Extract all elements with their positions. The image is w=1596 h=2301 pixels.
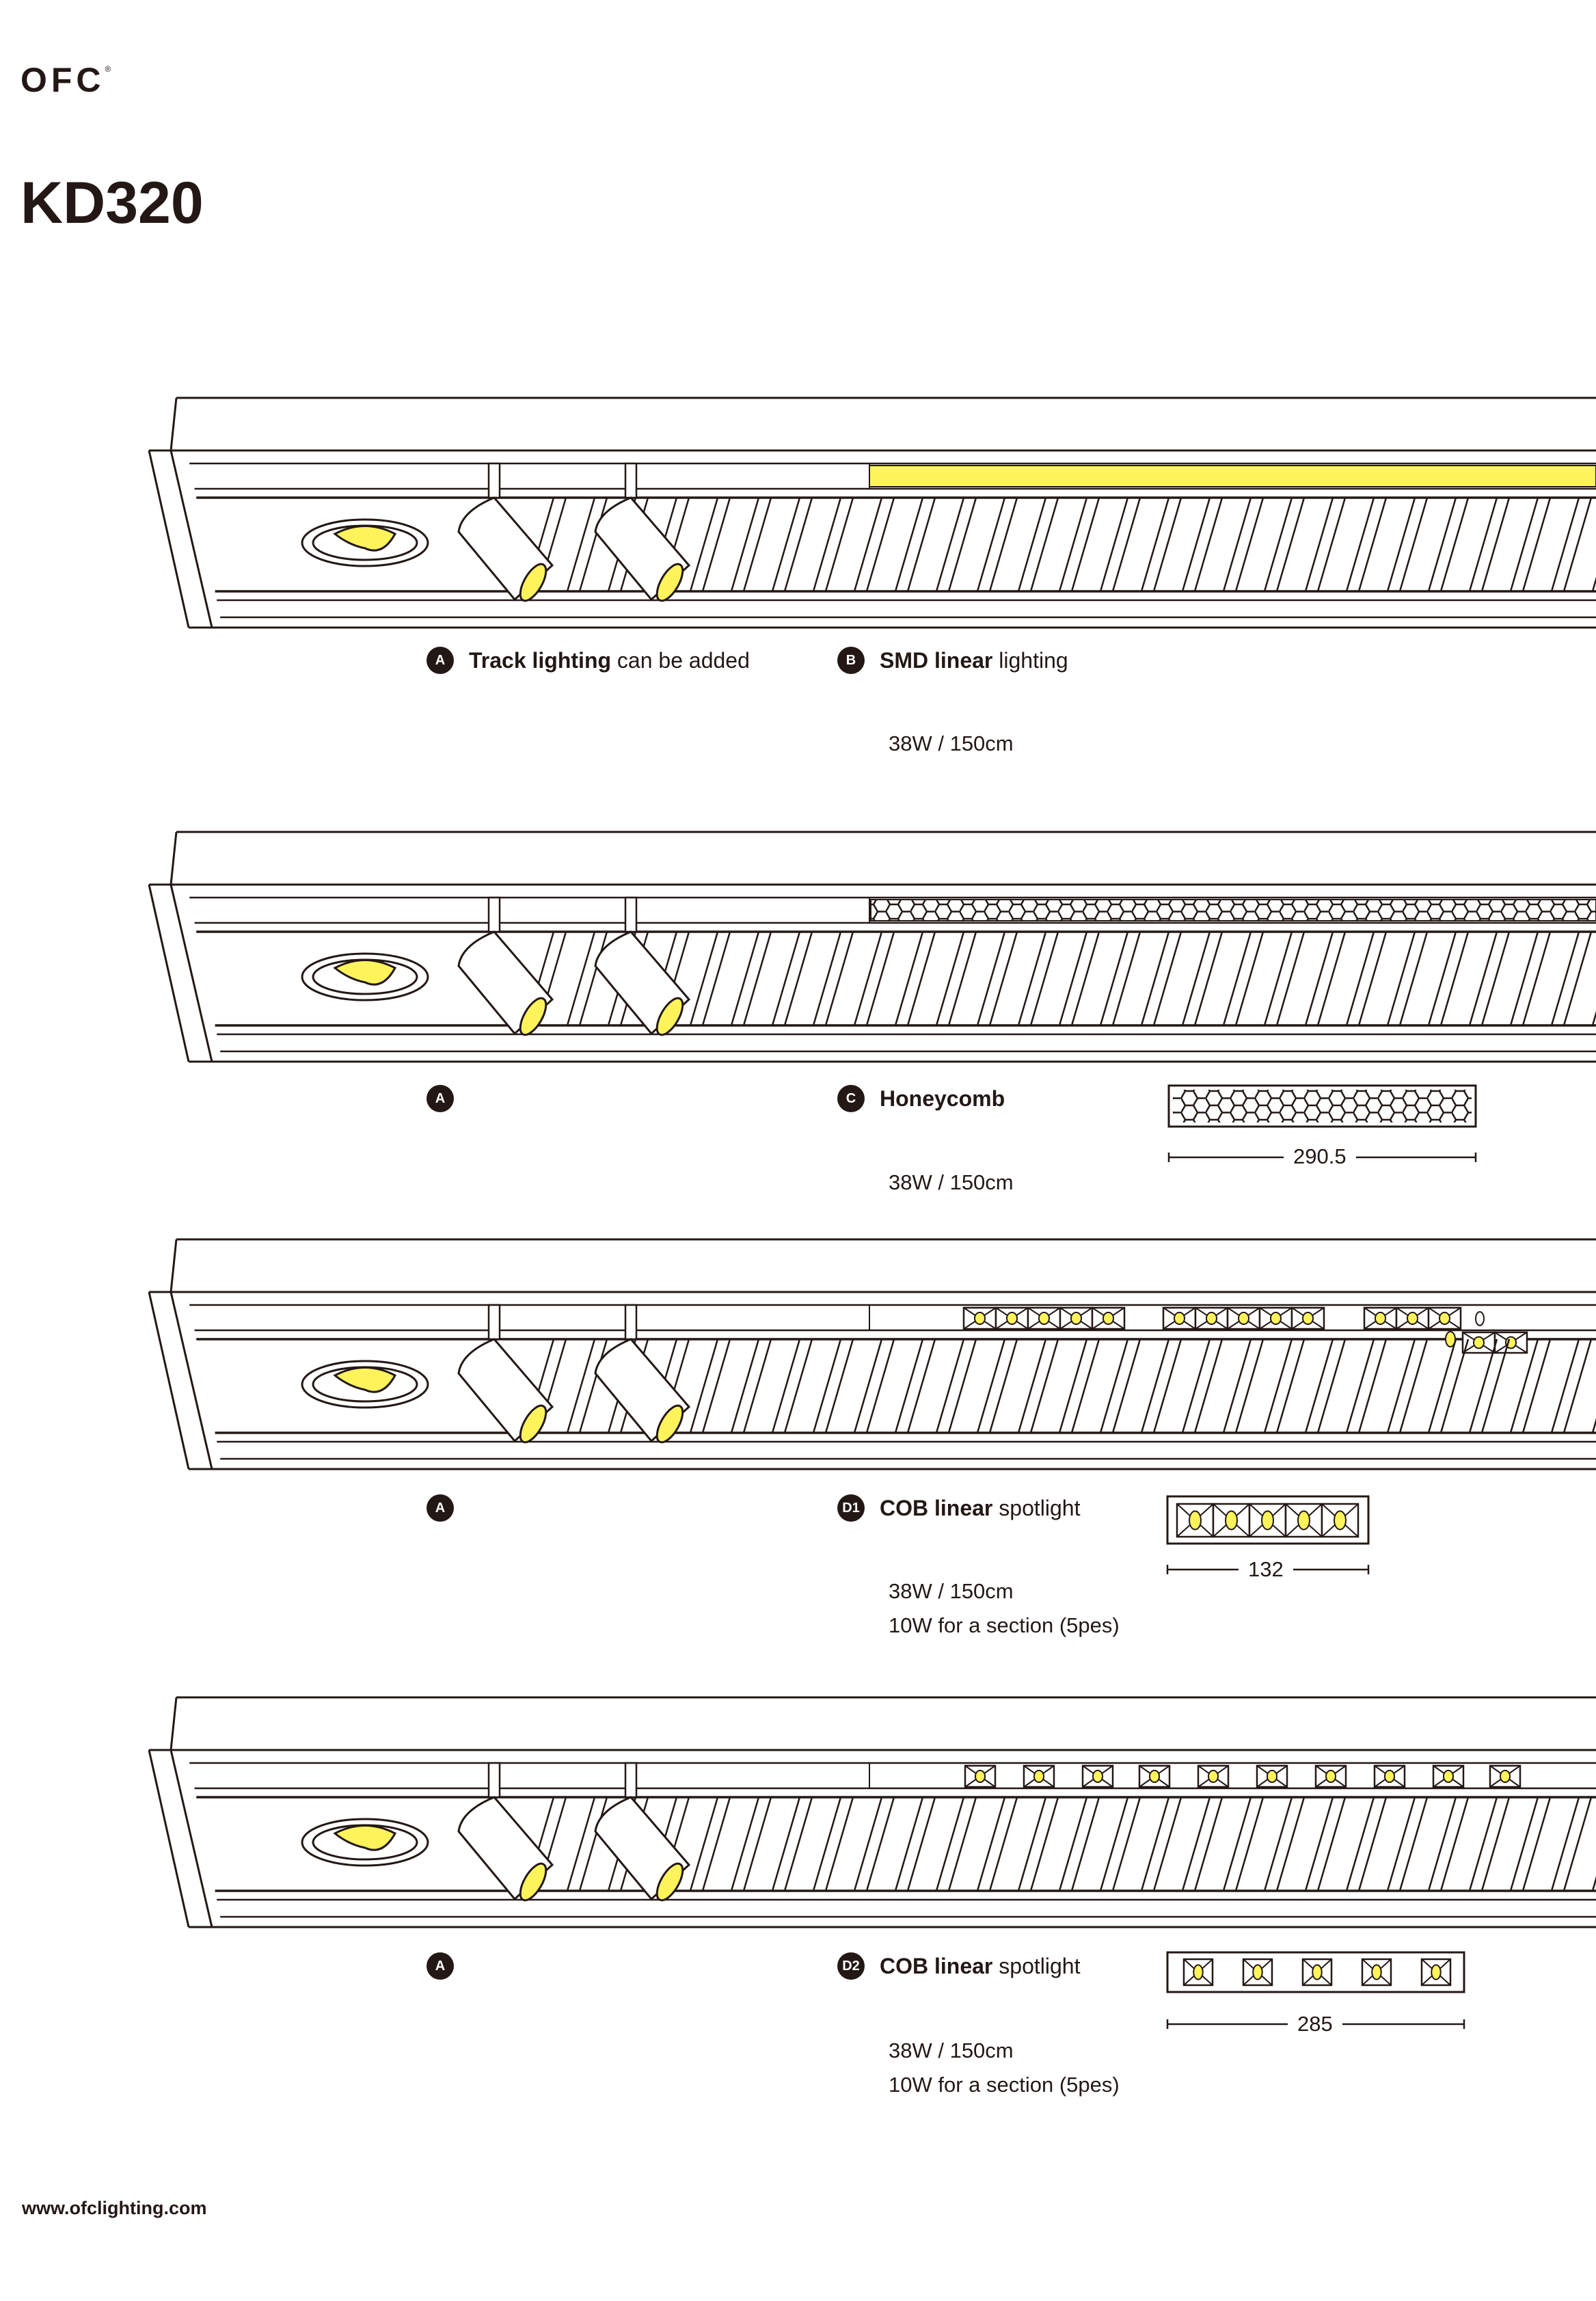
track-spotlight-icon	[457, 1762, 554, 1902]
led-icon	[655, 1862, 684, 1902]
website-link[interactable]: www.ofclighting.com	[22, 2198, 207, 2218]
dimension-label: 285	[1288, 2012, 1342, 2036]
led-icon	[1301, 1311, 1314, 1326]
track-spotlight-icon	[594, 462, 691, 602]
led-icon	[1261, 1510, 1274, 1531]
led-icon	[1070, 1311, 1083, 1326]
led-icon	[1431, 1964, 1442, 1980]
track-spotlight-icon	[457, 1304, 554, 1444]
led-icon	[655, 997, 684, 1036]
led-icon	[1472, 1336, 1485, 1349]
badge-d1: D1	[837, 1494, 865, 1522]
page-title: KD320	[21, 170, 204, 236]
led-icon	[1148, 1769, 1161, 1784]
led-icon	[333, 959, 397, 986]
label-a: A	[427, 1494, 454, 1522]
led-icon	[1383, 1769, 1396, 1784]
led-icon	[1442, 1769, 1455, 1784]
track-spotlight-icon	[594, 1762, 691, 1902]
led-icon	[1312, 1964, 1323, 1980]
led-icon	[333, 1367, 397, 1393]
led-icon	[1005, 1311, 1018, 1326]
fixture-3	[148, 1238, 1596, 1470]
led-icon	[1438, 1311, 1451, 1326]
badge-b: B	[837, 647, 865, 674]
led-icon	[1102, 1311, 1115, 1326]
spec-power: 38W / 150cm	[889, 1579, 1014, 1603]
label-a: A	[427, 1952, 454, 1980]
led-icon	[1406, 1311, 1419, 1326]
led-icon	[1189, 1510, 1202, 1531]
led-icon	[1193, 1964, 1204, 1980]
badge-a: A	[427, 1494, 454, 1522]
led-icon	[973, 1311, 986, 1326]
spec-power: 38W / 150cm	[889, 731, 1014, 755]
led-icon	[519, 563, 547, 602]
led-icon	[1371, 1964, 1382, 1980]
led-icon	[1266, 1769, 1278, 1784]
led-icon	[655, 1404, 684, 1444]
led-icon	[1207, 1769, 1219, 1784]
led-icon	[519, 997, 547, 1036]
led-icon	[1205, 1311, 1218, 1326]
led-icon	[1334, 1510, 1347, 1531]
dimension-label: 290.5	[1284, 1144, 1356, 1169]
led-icon	[1325, 1769, 1337, 1784]
led-icon	[1173, 1311, 1186, 1326]
led-icon	[1033, 1769, 1045, 1784]
led-icon	[655, 563, 684, 602]
track-spotlight-icon	[594, 896, 691, 1036]
smd-led-strip	[869, 465, 1596, 487]
badge-c: C	[837, 1085, 865, 1112]
badge-a: A	[427, 647, 454, 674]
led-icon	[1269, 1311, 1282, 1326]
badge-a: A	[427, 1085, 454, 1112]
led-icon	[1499, 1769, 1511, 1784]
badge-d2: D2	[837, 1952, 865, 1980]
fixture-1	[148, 396, 1596, 629]
led-icon	[1225, 1510, 1238, 1531]
led-icon	[1252, 1964, 1263, 1980]
fixture-2	[148, 831, 1596, 1063]
led-icon	[1374, 1311, 1387, 1326]
led-icon	[333, 1825, 397, 1851]
spec-section: 10W for a section (5pes)	[889, 1613, 1120, 1637]
track-spotlight-icon	[457, 462, 554, 602]
led-icon	[333, 525, 397, 552]
led-icon	[1038, 1311, 1051, 1326]
led-icon	[1475, 1311, 1485, 1326]
honeycomb-strip	[870, 899, 1596, 921]
track-spotlight-icon	[594, 1304, 691, 1444]
led-icon	[1092, 1769, 1104, 1784]
spec-power: 38W / 150cm	[889, 2038, 1014, 2062]
fixture-4	[148, 1696, 1596, 1928]
dimension-label: 132	[1239, 1557, 1293, 1582]
strip-thumbnails	[1166, 1084, 1477, 1993]
label-a: A	[427, 1085, 454, 1112]
led-icon	[519, 1862, 547, 1902]
spec-power: 38W / 150cm	[889, 1170, 1014, 1194]
led-icon	[1237, 1311, 1250, 1326]
led-icon	[974, 1769, 986, 1784]
spec-section: 10W for a section (5pes)	[889, 2073, 1120, 2097]
led-icon	[519, 1404, 547, 1444]
led-icon	[1297, 1510, 1310, 1531]
badge-a: A	[427, 1952, 454, 1980]
track-spotlight-icon	[457, 896, 554, 1036]
ofc-logo: OFC®	[21, 61, 111, 99]
